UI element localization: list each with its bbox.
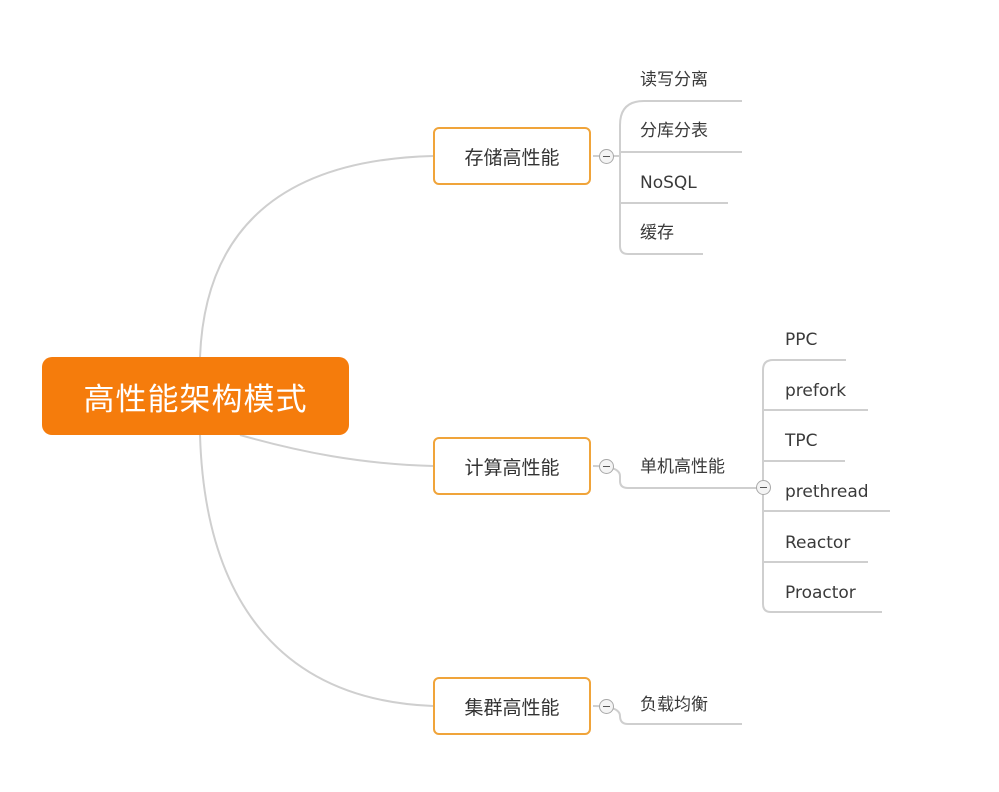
subtopic-single-machine[interactable]: 单机高性能 <box>640 457 725 477</box>
leaf-node[interactable]: PPC <box>785 330 818 350</box>
leaf-node[interactable]: Proactor <box>785 583 856 603</box>
root-label: 高性能架构模式 <box>83 381 308 418</box>
collapse-icon[interactable] <box>756 480 771 495</box>
leaf-node[interactable]: 读写分离 <box>640 70 708 90</box>
root-node[interactable]: 高性能架构模式 <box>42 357 349 435</box>
branch-label: 集群高性能 <box>464 696 560 719</box>
branch-label: 计算高性能 <box>464 456 560 479</box>
leaf-node[interactable]: NoSQL <box>640 173 697 193</box>
leaf-node[interactable]: 负载均衡 <box>640 695 708 715</box>
leaf-node[interactable]: Reactor <box>785 533 851 553</box>
leaf-node[interactable]: prefork <box>785 381 847 401</box>
branch-label: 存储高性能 <box>464 146 560 169</box>
collapse-icon[interactable] <box>599 149 614 164</box>
collapse-icon[interactable] <box>599 459 614 474</box>
leaf-node[interactable]: TPC <box>785 431 818 451</box>
branch-cluster[interactable]: 集群高性能 <box>433 677 591 735</box>
branch-storage[interactable]: 存储高性能 <box>433 127 591 185</box>
leaf-node[interactable]: 分库分表 <box>640 121 708 141</box>
leaf-node[interactable]: 缓存 <box>640 223 674 243</box>
leaf-node[interactable]: prethread <box>785 482 869 502</box>
collapse-icon[interactable] <box>599 699 614 714</box>
branch-compute[interactable]: 计算高性能 <box>433 437 591 495</box>
